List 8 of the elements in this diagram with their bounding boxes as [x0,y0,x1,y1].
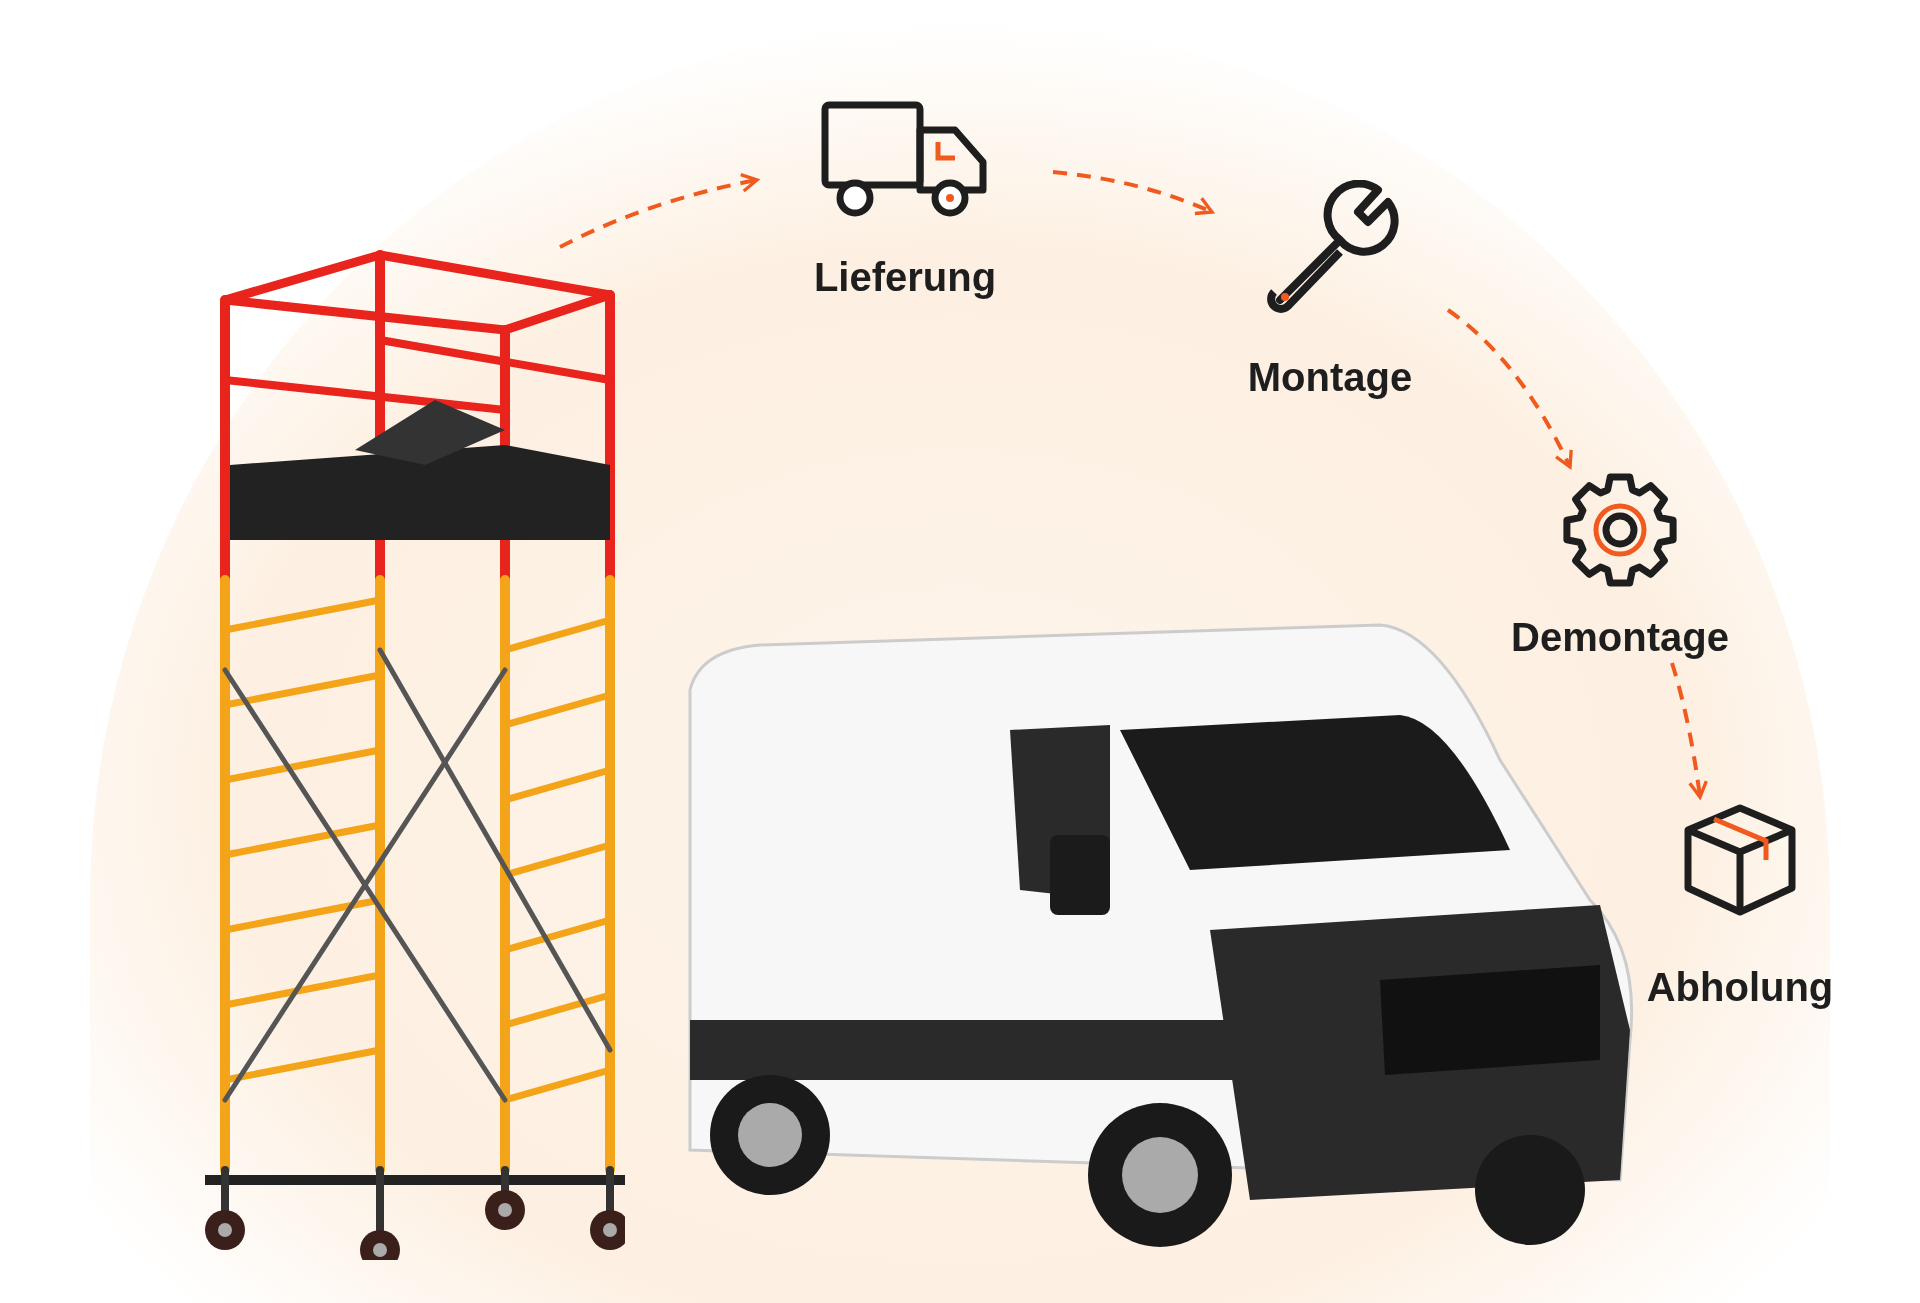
step-label: Demontage [1511,615,1729,660]
dashed-arrow [1052,170,1214,216]
dashed-arrow [1670,662,1708,799]
step-label: Montage [1247,355,1413,400]
dashed-arrow [1446,308,1573,469]
step-label: Abholung [1646,965,1834,1010]
step-label: Lieferung [813,255,997,300]
dashed-arrow [559,173,759,249]
